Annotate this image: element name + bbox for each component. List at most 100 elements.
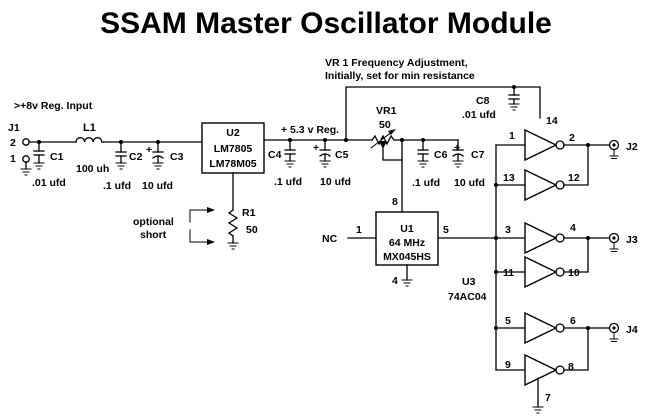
ground-icon — [609, 332, 619, 342]
c5-plus: + — [313, 142, 319, 154]
j4-connector: J4 — [608, 322, 638, 342]
c8-value: .01 ufd — [462, 109, 496, 121]
gate6-out-pin: 8 — [568, 361, 574, 373]
oscillator-u1: U1 64 MHz MX045HS 8 1 4 5 NC — [322, 196, 449, 287]
gate2-in-pin: 13 — [503, 172, 515, 184]
u1-pin8: 8 — [392, 196, 398, 208]
capacitor-c2: C2 .1 ufd — [103, 140, 143, 192]
c5-label: C5 — [335, 149, 349, 161]
u1-pin1: 1 — [356, 224, 362, 236]
vr1-note-line2: Initially, set for min resistance — [325, 70, 475, 82]
ground-icon — [115, 162, 127, 170]
u2-body — [201, 122, 265, 174]
u3-label: U3 — [462, 276, 476, 288]
r1-label: R1 — [242, 207, 256, 219]
j1-pin2: 2 — [10, 137, 16, 149]
capacitor-c4: C4 .1 ufd — [268, 138, 302, 188]
c2-label: C2 — [129, 151, 143, 163]
inverter-gate-2: 13 12 — [503, 168, 580, 202]
vr1-label: VR1 — [376, 105, 397, 117]
inductor-l1: L1 100 uh — [75, 122, 109, 175]
ground-icon — [152, 162, 164, 170]
c1-value: .01 ufd — [32, 177, 66, 189]
capacitor-c7: + C7 10 ufd — [452, 139, 485, 189]
resistor-r1: R1 50 — [227, 207, 258, 250]
c5-value: 10 ufd — [320, 176, 351, 188]
c6-label: C6 — [434, 149, 448, 161]
u1-freq: 64 MHz — [389, 237, 425, 249]
reg-out-label: + 5.3 v Reg. — [281, 124, 339, 136]
capacitor-c3: + C3 10 ufd — [142, 140, 184, 192]
j4-label: J4 — [626, 324, 638, 336]
gate3-out-pin: 4 — [570, 222, 576, 234]
j1-pin1: 1 — [10, 153, 16, 165]
capacitor-c5: + C5 10 ufd — [313, 138, 351, 188]
gate5-in-pin: 5 — [505, 315, 511, 327]
ground-icon — [452, 160, 464, 168]
c8-label: C8 — [476, 95, 490, 107]
u3-pin7: 7 — [545, 392, 551, 404]
vr1-value: 50 — [379, 119, 391, 131]
gate4-in-pin: 11 — [503, 267, 514, 279]
c7-label: C7 — [471, 149, 485, 161]
gate1-out-pin: 2 — [569, 132, 575, 144]
u2-part1: LM7805 — [214, 143, 253, 155]
c7-plus: + — [454, 142, 460, 154]
inverter-gate-4: 11 10 — [503, 255, 580, 289]
ground-icon — [532, 406, 544, 414]
nc-label: NC — [322, 233, 338, 245]
gate1-in-pin: 1 — [509, 130, 515, 142]
gate5-out-pin: 6 — [570, 315, 576, 327]
j2-connector: J2 — [608, 139, 638, 159]
j1-pin1-terminal — [22, 155, 30, 163]
c3-value: 10 ufd — [142, 180, 173, 192]
j3-label: J3 — [626, 234, 638, 246]
inverter-gate-5: 5 6 — [505, 311, 576, 345]
j1-connector: J1 2 1 — [8, 122, 32, 176]
j1-label: J1 — [8, 122, 20, 134]
regulator-u2: U2 LM7805 LM78M05 — [201, 122, 265, 174]
c3-label: C3 — [170, 151, 184, 163]
gate3-in-pin: 3 — [505, 224, 511, 236]
c3-plus: + — [146, 144, 152, 156]
ground-icon — [227, 242, 239, 250]
c1-label: C1 — [50, 151, 64, 163]
ground-icon — [319, 160, 331, 168]
capacitor-c6: C6 .1 ufd — [412, 138, 448, 189]
vr1-note-line1: VR 1 Frequency Adjustment, — [325, 57, 468, 69]
r1-value: 50 — [246, 224, 258, 236]
input-label: >+8v Reg. Input — [14, 100, 93, 112]
ground-icon — [417, 160, 429, 168]
ground-icon — [20, 168, 32, 176]
inverter-gate-3: 3 4 — [505, 221, 576, 255]
u2-part2: LM78M05 — [209, 158, 256, 170]
gate2-out-pin: 12 — [568, 172, 580, 184]
gate4-out-pin: 10 — [568, 267, 580, 279]
potentiometer-vr1: VR1 50 — [370, 105, 403, 161]
c4-label: C4 — [268, 149, 282, 161]
u1-part: MX045HS — [383, 251, 431, 263]
u1-pin5: 5 — [443, 224, 449, 236]
optional-short-arrow-lower — [189, 229, 211, 243]
vcc-bus — [345, 86, 541, 141]
c6-value: .1 ufd — [412, 177, 440, 189]
inverter-gate-1: 1 2 — [509, 128, 575, 162]
capacitor-c1: C1 .01 ufd — [32, 140, 66, 189]
ground-icon — [609, 149, 619, 159]
ground-icon — [284, 160, 296, 168]
j3-connector: J3 — [608, 232, 638, 252]
u2-label: U2 — [226, 127, 240, 139]
ground-icon — [401, 279, 413, 287]
u3-pin14: 14 — [546, 115, 558, 127]
c4-value: .1 ufd — [274, 176, 302, 188]
page-title: SSAM Master Oscillator Module — [100, 7, 552, 40]
u1-pin4: 4 — [392, 275, 398, 287]
l1-value: 100 uh — [76, 163, 109, 175]
optional-short-line2: short — [140, 229, 167, 241]
u1-label: U1 — [400, 223, 414, 235]
j2-label: J2 — [626, 141, 638, 153]
c2-value: .1 ufd — [103, 180, 131, 192]
c7-value: 10 ufd — [454, 177, 485, 189]
capacitor-c8: C8 .01 ufd — [462, 85, 520, 121]
